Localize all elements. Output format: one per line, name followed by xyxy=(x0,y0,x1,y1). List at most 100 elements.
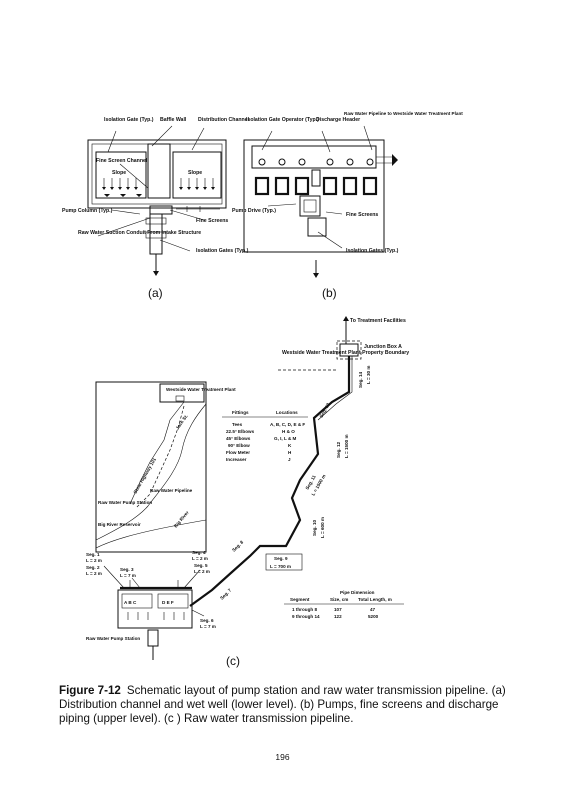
label-raw-water-pipeline-b: Raw Water Pipeline to Westside Water Tre… xyxy=(344,111,463,116)
map-road-label: Jack St. xyxy=(175,413,189,430)
fittings-header-locations: Locations xyxy=(276,410,298,415)
seg2-length: L = 2 m xyxy=(86,571,102,576)
map-plant-label: Westside Water Treatment Plant xyxy=(166,387,236,392)
seg2-label: Seg. 2 xyxy=(86,565,100,570)
seg14-length: L = 30 m xyxy=(366,366,371,384)
svg-text:K: K xyxy=(288,443,292,448)
table-row: Tees A, B, C, D, E & F xyxy=(232,422,305,427)
seg6-length: L = 7 m xyxy=(200,624,216,629)
figure-number: Figure 7-12 xyxy=(59,684,121,697)
label-to-treatment: To Treatment Facilities xyxy=(350,318,406,324)
table-row: 22.5° Elbows H & O xyxy=(226,429,295,434)
svg-text:Size, cm: Size, cm xyxy=(330,597,348,602)
pipe-table-title: Pipe Dimension xyxy=(340,590,375,595)
label-baffle-wall: Baffle Wall xyxy=(160,117,187,123)
map-pump-station-label: Raw Water Pump Station xyxy=(98,500,152,505)
label-isolation-gate: Isolation Gate (Typ.) xyxy=(104,117,154,123)
table-row: Increaser J xyxy=(226,457,291,462)
svg-text:Flow Meter: Flow Meter xyxy=(226,450,250,455)
map-river-label: Big River xyxy=(173,510,190,529)
figure-7-12-drawing: Isolation Gate (Typ.) Baffle Wall Distri… xyxy=(62,111,463,668)
slope-arrows xyxy=(102,178,215,190)
seg12-label: Seg. 12 xyxy=(336,441,341,458)
seg4-label: Seg. 4 xyxy=(192,550,206,555)
seg14-label: Seg. 14 xyxy=(358,371,363,388)
label-plant-boundary: Westside Water Treatment Plant Property … xyxy=(282,350,409,356)
label-distribution-channel: Distribution Channel xyxy=(198,117,250,123)
page-number: 196 xyxy=(275,752,290,762)
fitting-labels-left: A B C xyxy=(124,600,137,605)
fittings-header-fittings: Fittings xyxy=(232,410,249,415)
label-slope-left: Slope xyxy=(112,170,126,176)
svg-text:H: H xyxy=(288,450,292,455)
seg4-length: L = 2 m xyxy=(192,556,208,561)
svg-text:45° Elbows: 45° Elbows xyxy=(226,436,251,441)
svg-text:G, I, L & M: G, I, L & M xyxy=(274,436,297,441)
location-map: Westside Water Treatment Plant Jack St. … xyxy=(95,381,236,553)
label-raw-water-pump-station: Raw Water Pump Station xyxy=(86,636,140,641)
panel-b: Isolation Gate Operator (Typ.) Discharge… xyxy=(232,111,463,300)
pump-drives xyxy=(254,176,378,196)
svg-text:5200: 5200 xyxy=(368,614,379,619)
map-reservoir-label: Big River Reservoir xyxy=(98,522,141,527)
seg3-length: L = 7 m xyxy=(120,573,136,578)
svg-text:Increaser: Increaser xyxy=(226,457,247,462)
svg-text:47: 47 xyxy=(370,607,376,612)
svg-text:22.5° Elbows: 22.5° Elbows xyxy=(226,429,255,434)
table-row: 45° Elbows G, I, L & M xyxy=(226,436,297,441)
svg-text:122: 122 xyxy=(334,614,342,619)
svg-text:J: J xyxy=(288,457,291,462)
panel-label-c: (c) xyxy=(226,654,240,668)
label-isolation-gates-b: Isolation Gates (Typ.) xyxy=(346,248,399,254)
svg-text:Segment: Segment xyxy=(290,597,310,602)
seg1-length: L = 2 m xyxy=(86,558,102,563)
seg12-length: L = 1500 m xyxy=(344,434,349,458)
seg1-label: Seg. 1 xyxy=(86,552,100,557)
seg6-label: Seg. 6 xyxy=(200,618,214,623)
label-slope-right: Slope xyxy=(188,170,202,176)
caption-text: Schematic layout of pump station and raw… xyxy=(59,684,506,725)
seg3-label: Seg. 3 xyxy=(120,567,134,572)
fittings-table: Fittings Locations Tees A, B, C, D, E & … xyxy=(222,410,308,462)
label-pump-drive: Pump Drive (Typ.) xyxy=(232,208,276,214)
table-row: Flow Meter H xyxy=(226,450,292,455)
seg5-length: L = 2 m xyxy=(194,569,210,574)
table-row: 90° Elbow K xyxy=(228,443,292,448)
label-fine-screens-b: Fine Screens xyxy=(346,212,378,218)
svg-text:A, B, C, D, E & F: A, B, C, D, E & F xyxy=(270,422,305,427)
pump-station-detail: A B C D E F Raw Water Pump Station xyxy=(86,580,193,660)
label-pump-column: Pump Column (Typ.) xyxy=(62,208,113,214)
label-isolation-gate-operator: Isolation Gate Operator (Typ.) xyxy=(246,117,319,123)
panel-label-b: (b) xyxy=(322,286,337,300)
transmission-pipeline xyxy=(189,356,351,607)
fitting-labels-right: D E F xyxy=(162,600,174,605)
seg9-length: L = 700 m xyxy=(270,564,291,569)
svg-text:9 through 14: 9 through 14 xyxy=(292,614,320,619)
seg7-label: Seg. 7 xyxy=(219,587,232,600)
label-fine-screens-a: Fine Screens xyxy=(196,218,228,224)
svg-text:107: 107 xyxy=(334,607,342,612)
seg5-label: Seg. 5 xyxy=(194,563,208,568)
label-discharge-header: Discharge Header xyxy=(316,117,360,123)
discharge-valves xyxy=(258,158,374,166)
svg-text:Total Length, m: Total Length, m xyxy=(358,597,392,602)
panel-c: To Treatment Facilities Junction Box A W… xyxy=(86,316,409,668)
map-pipeline-label: Raw Water Pipeline xyxy=(150,488,193,493)
panel-label-a: (a) xyxy=(148,286,163,300)
seg8-label: Seg. 8 xyxy=(231,539,244,552)
label-isolation-gates-a: Isolation Gates (Typ.) xyxy=(196,248,249,254)
table-row: 1 through 8 107 47 xyxy=(292,607,376,612)
svg-text:1 through 8: 1 through 8 xyxy=(292,607,317,612)
seg9-label: Seg. 9 xyxy=(274,556,288,561)
svg-text:90° Elbow: 90° Elbow xyxy=(228,443,250,448)
pipe-dimension-table: Pipe Dimension Segment Size, cm Total Le… xyxy=(284,590,404,619)
table-row: 9 through 14 122 5200 xyxy=(292,614,379,619)
seg10-label: Seg. 10 xyxy=(312,519,317,536)
svg-text:H & O: H & O xyxy=(282,429,295,434)
panel-a: Isolation Gate (Typ.) Baffle Wall Distri… xyxy=(62,117,250,300)
label-junction-box: Junction Box A xyxy=(364,344,402,350)
seg10-length: L = 600 m xyxy=(320,517,325,538)
label-fine-screen-channel: Fine Screen Channel xyxy=(96,158,148,164)
label-raw-water-suction: Raw Water Suction Conduit From Intake St… xyxy=(78,230,201,236)
